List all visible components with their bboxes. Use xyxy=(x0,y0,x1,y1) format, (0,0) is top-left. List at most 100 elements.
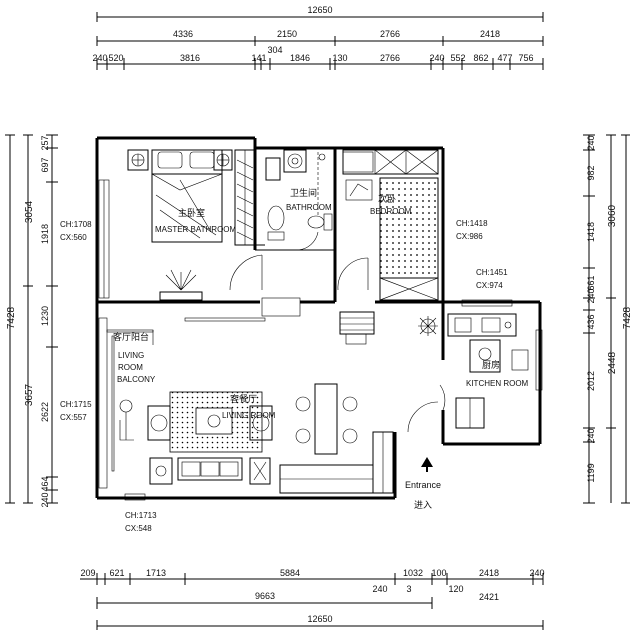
cx-label-2: CX:986 xyxy=(456,232,483,241)
bedroom-wardrobe xyxy=(342,149,439,175)
dim-top-r2-6: 130 xyxy=(332,53,347,63)
dim-bottom-r1-2: 1713 xyxy=(146,568,166,578)
dim-bottom-r1-7: 240 xyxy=(529,568,544,578)
dim-right-inner-1: 982 xyxy=(586,165,596,180)
master-room-en: MASTER BATHROOM xyxy=(155,225,237,234)
dim-right-inner-3: 661 xyxy=(586,275,596,290)
ch-label-5: CH:1713 xyxy=(125,511,157,520)
right-dimension-lines xyxy=(583,134,630,504)
kitchen-cn: 厨房 xyxy=(482,359,500,371)
dim-bottom-extra-1: 3 xyxy=(406,584,411,594)
dim-right-inner-4: 240 xyxy=(586,288,596,303)
dim-left-inner-5: 464 xyxy=(40,476,50,491)
bedroom-bed xyxy=(379,177,439,279)
dim-top-r2-12: 756 xyxy=(518,53,533,63)
dim-top-r2-2: 3816 xyxy=(180,53,200,63)
tv-stand-master xyxy=(159,269,203,301)
dim-top-r1-2: 2766 xyxy=(380,29,400,39)
dim-top-r2-5: 1846 xyxy=(290,53,310,63)
kitchen-en: KITCHEN ROOM xyxy=(466,379,529,388)
dim-bottom-r1-0: 209 xyxy=(80,568,95,578)
cx-label-1: CX:560 xyxy=(60,233,87,242)
nightstand-right xyxy=(213,149,233,171)
kitchen-counters xyxy=(407,313,529,433)
dim-top-r2-9: 552 xyxy=(450,53,465,63)
dim-top-r2-11: 477 xyxy=(497,53,512,63)
hall-stair xyxy=(339,311,375,345)
dim-bottom-r1-6: 2418 xyxy=(479,568,499,578)
balcony-en-1: LIVING xyxy=(118,351,144,360)
dim-top-r2-0: 240 xyxy=(92,53,107,63)
dim-bottom-extra-0: 240 xyxy=(372,584,387,594)
dim-left-inner-3: 1230 xyxy=(40,306,50,326)
dim-left-inner-0: 697 xyxy=(40,157,50,172)
bedroom-desk xyxy=(345,179,439,301)
bath-room-en: BATHROOM xyxy=(286,203,332,212)
living-cn: 客餐厅 xyxy=(230,393,257,405)
entrance-label-en: Entrance xyxy=(405,480,441,490)
master-door xyxy=(229,254,263,291)
dim-top-r2-4: 304 xyxy=(267,45,282,55)
left-dimension-lines xyxy=(5,134,58,504)
dim-top-r1-0: 4336 xyxy=(173,29,193,39)
top-dimension-lines xyxy=(96,12,544,70)
dim-bottom-r2: 9663 xyxy=(255,591,275,601)
dim-right-total: 7428 xyxy=(622,306,630,329)
dim-left-total: 7428 xyxy=(6,306,17,329)
dim-right-inner-6: 2012 xyxy=(586,371,596,391)
dim-bottom-r1-5: 100 xyxy=(431,568,446,578)
cx-label-5: CX:548 xyxy=(125,524,152,533)
dim-right-inner-5: 436 xyxy=(586,314,596,329)
interior-walls xyxy=(97,148,543,501)
dim-top-r2-7: 2766 xyxy=(380,53,400,63)
dim-top-r2-1: 520 xyxy=(108,53,123,63)
dim-right-inner-0: 240 xyxy=(586,135,596,150)
dim-bottom-r1-1: 621 xyxy=(109,568,124,578)
dim-top-r1-3: 2418 xyxy=(480,29,500,39)
dim-right-inner-2: 1418 xyxy=(586,222,596,242)
balcony-fixture xyxy=(119,399,134,441)
tv-cabinet xyxy=(279,431,394,494)
bedroom-en: BEDROOM xyxy=(370,207,412,216)
wardrobe xyxy=(234,149,256,246)
master-room-cn: 主卧室 xyxy=(178,207,205,219)
dim-right-inner-7: 240 xyxy=(586,428,596,443)
dim-top-total: 12650 xyxy=(307,5,332,15)
dim-top-r1-1: 2150 xyxy=(277,29,297,39)
bath-room-cn: 卫生间 xyxy=(290,187,317,199)
dim-bottom-extra-3: 2421 xyxy=(479,592,499,602)
bathroom-fixtures xyxy=(265,149,333,251)
dim-bottom-r1-4: 1032 xyxy=(403,568,423,578)
ch-label-3: CH:1451 xyxy=(476,268,508,277)
dim-right-inner-8: 1199 xyxy=(586,463,596,482)
dim-top-r2-10: 862 xyxy=(473,53,488,63)
ch-label-1: CH:1708 xyxy=(60,220,92,229)
dim-left-inner-1: 257 xyxy=(40,135,50,150)
dim-left-inner-6: 240 xyxy=(40,492,50,507)
dim-bottom-total: 12650 xyxy=(307,614,332,624)
dim-left-outer-1: 3657 xyxy=(24,383,35,406)
exterior-walls xyxy=(95,136,542,500)
dim-top-r2-3: 141 xyxy=(251,53,266,63)
entrance-label-cn: 进入 xyxy=(414,500,432,511)
dim-left-inner-2: 1918 xyxy=(40,224,50,244)
ch-label-4: CH:1715 xyxy=(60,400,92,409)
balcony-cn: 客厅阳台 xyxy=(113,331,149,343)
balcony-en-2: ROOM xyxy=(118,363,143,372)
living-en: LIVING ROOM xyxy=(222,411,276,420)
dim-right-outer-1: 2448 xyxy=(607,351,618,374)
balcony-en-3: BALCONY xyxy=(117,375,156,384)
dim-top-r2-8: 240 xyxy=(429,53,444,63)
sofa-set xyxy=(147,391,273,485)
nightstand-left xyxy=(127,149,149,171)
entrance-arrow-icon xyxy=(421,457,433,472)
plant-icon xyxy=(418,316,438,336)
bottom-dimension-lines xyxy=(80,573,544,630)
bedroom-cn: 次卧 xyxy=(378,193,396,205)
bedroom-door xyxy=(337,257,369,291)
dim-right-outer-0: 3060 xyxy=(607,204,618,227)
balcony-partition xyxy=(106,329,154,472)
master-bed xyxy=(151,149,223,243)
dim-left-inner-4: 2622 xyxy=(40,402,50,422)
